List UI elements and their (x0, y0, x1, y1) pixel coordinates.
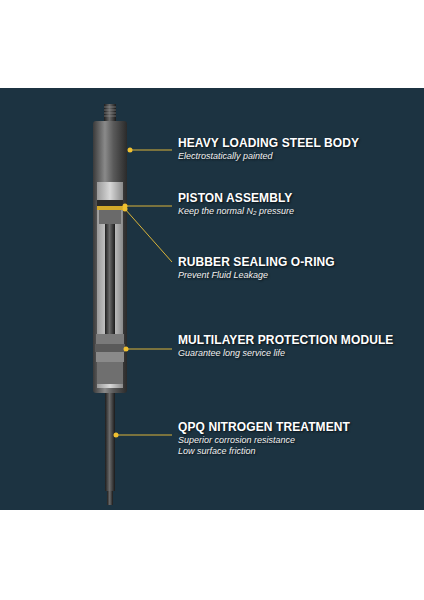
feature-title: QPQ NITROGEN TREATMENT (178, 420, 350, 434)
feature-description: Guarantee long service life (178, 348, 285, 358)
feature-title: MULTILAYER PROTECTION MODULE (178, 333, 393, 347)
feature-description: Keep the normal N₂ pressure (178, 206, 294, 216)
seal-module (96, 334, 124, 344)
feature-description: Electrostatically painted (178, 151, 273, 161)
feature-description: Prevent Fluid Leakage (178, 270, 268, 280)
piston (97, 200, 123, 206)
seal-module (96, 352, 124, 362)
feature-description: Superior corrosion resistance (178, 435, 295, 445)
top-stud (104, 104, 116, 122)
background-panel (0, 88, 424, 510)
feature-title: RUBBER SEALING O-RING (178, 255, 335, 269)
feature-title: HEAVY LOADING STEEL BODY (178, 136, 359, 150)
seal-module (95, 344, 125, 352)
inner-rod (105, 224, 115, 334)
seal-module (97, 362, 123, 384)
bottom-stud (107, 491, 113, 505)
cutaway-interior (97, 182, 123, 388)
piston-rod (105, 393, 115, 491)
piston-lower (99, 210, 121, 224)
leader-dots (114, 148, 133, 438)
feature-description: Low surface friction (178, 446, 256, 456)
steel-body (93, 121, 127, 393)
feature-title: PISTON ASSEMBLY (178, 191, 292, 205)
thread-lines (104, 107, 116, 116)
o-ring (97, 206, 123, 210)
leader-lines (116, 150, 172, 435)
